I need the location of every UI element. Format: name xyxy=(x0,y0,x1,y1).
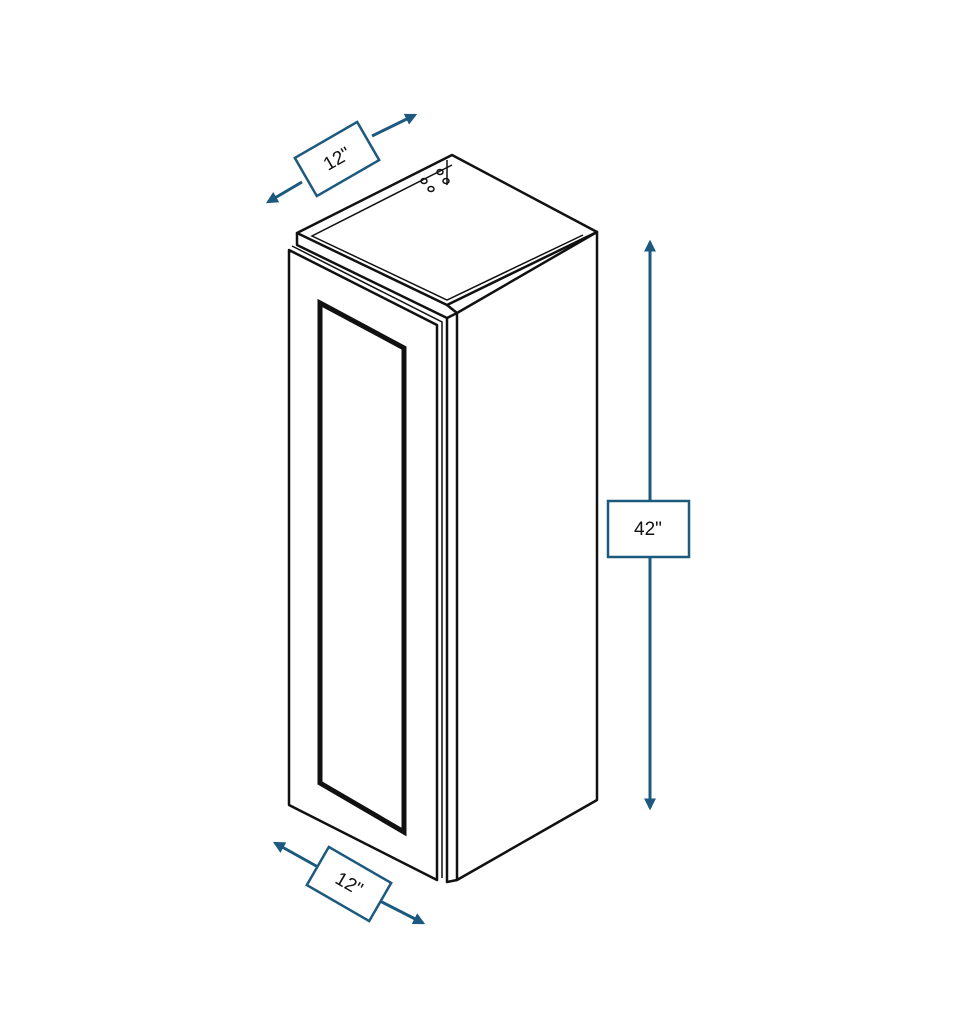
depth-dimension: 12" xyxy=(272,841,426,925)
cabinet-door xyxy=(287,248,439,882)
shelf-pin-hole xyxy=(442,177,450,185)
cabinet-side-panel xyxy=(455,230,599,882)
width-label-box xyxy=(293,120,381,198)
height-label-box xyxy=(606,499,691,559)
shelf-pin-hole xyxy=(420,177,428,185)
width-dimension: 12" xyxy=(265,113,418,204)
shelf-pin-hole xyxy=(427,185,435,193)
depth-label-box xyxy=(305,845,393,923)
shelf-pin-hole xyxy=(436,168,444,176)
height-dimension: 42" xyxy=(606,239,691,811)
door-panel xyxy=(317,298,407,837)
wall-cabinet xyxy=(287,153,599,884)
height-label: 42" xyxy=(634,519,662,540)
